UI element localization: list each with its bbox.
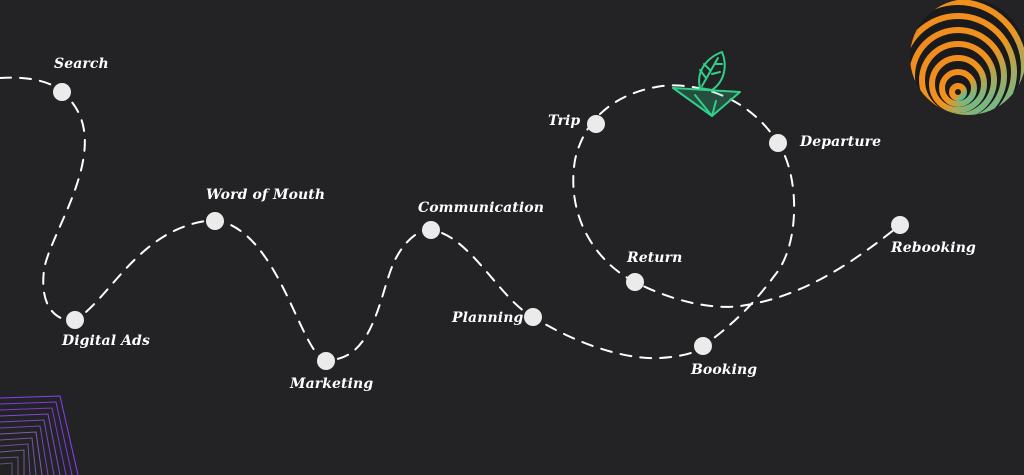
label-booking: Booking: [691, 362, 758, 378]
node-search[interactable]: [53, 83, 71, 101]
node-digital-ads[interactable]: [66, 311, 84, 329]
label-marketing: Marketing: [290, 376, 374, 392]
purple-line-decoration: [0, 395, 79, 475]
node-marketing[interactable]: [317, 352, 335, 370]
label-return: Return: [627, 250, 683, 266]
node-communication[interactable]: [422, 221, 440, 239]
paper-plane-leaf-icon: [672, 51, 741, 117]
node-planning[interactable]: [524, 308, 542, 326]
label-trip: Trip: [548, 113, 581, 129]
label-communication: Communication: [418, 200, 544, 216]
label-digital-ads: Digital Ads: [62, 333, 150, 349]
node-trip[interactable]: [587, 115, 605, 133]
striped-sphere-decoration: [910, 0, 1024, 115]
label-planning: Planning: [452, 310, 524, 326]
label-search: Search: [54, 56, 109, 72]
node-word-of-mouth[interactable]: [206, 212, 224, 230]
node-booking[interactable]: [694, 337, 712, 355]
label-departure: Departure: [800, 134, 882, 150]
label-word-of-mouth: Word of Mouth: [206, 187, 326, 203]
node-departure[interactable]: [769, 134, 787, 152]
journey-path: [0, 76, 901, 362]
node-return[interactable]: [626, 273, 644, 291]
node-rebooking[interactable]: [891, 216, 909, 234]
label-rebooking: Rebooking: [891, 240, 976, 256]
